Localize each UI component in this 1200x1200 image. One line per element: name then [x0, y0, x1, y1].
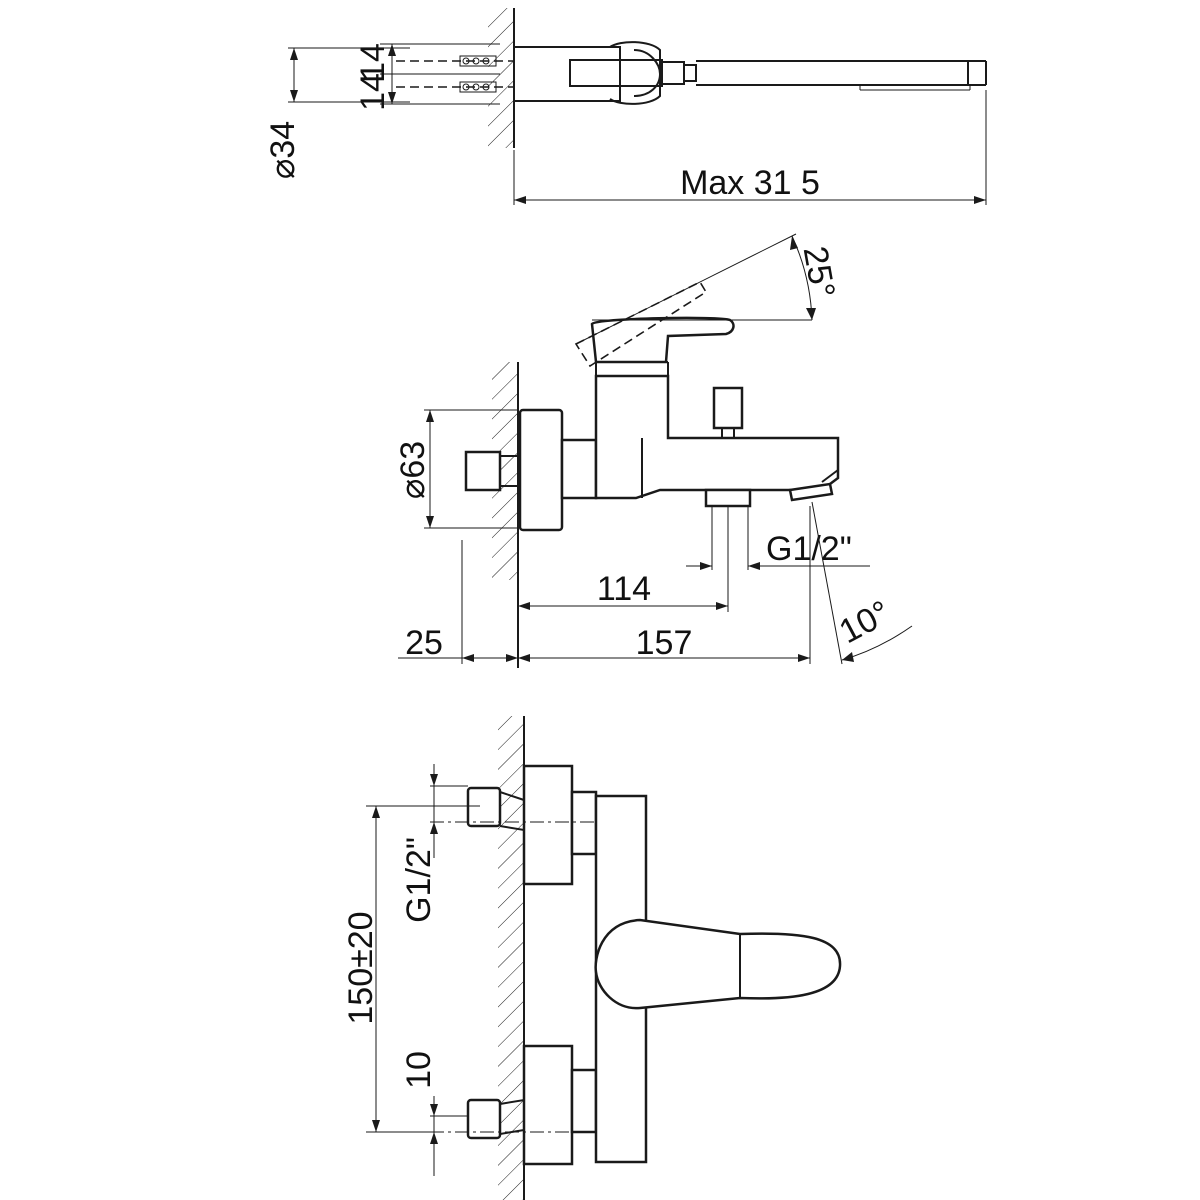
- hand-shower: [696, 60, 987, 91]
- top-view: 14 14 ⌀34 Max 31 5: [264, 8, 987, 205]
- dim-top-offset: 14 14: [354, 43, 500, 111]
- dim-top-offset-upper-label: 14: [354, 43, 392, 81]
- spout-aerator: [788, 482, 834, 502]
- dim-overall-depth-label: 157: [636, 624, 693, 662]
- dim-spout-to-outlet-label: 114: [597, 570, 651, 608]
- dim-side-thread: G1/2": [686, 530, 870, 570]
- dim-body-diameter: ⌀63: [394, 409, 518, 529]
- inlet-nut: [464, 450, 502, 492]
- lower-inlet: [430, 1044, 620, 1166]
- dim-hose-length: Max 31 5: [513, 90, 987, 205]
- cover-plate: [518, 408, 564, 532]
- front-view: G1/2" 150±20 10: [342, 716, 842, 1200]
- mixer-handle: [594, 918, 842, 1010]
- dim-hose-length-label: Max 31 5: [680, 164, 820, 202]
- dim-inlet-spacing: 150±20: [342, 805, 480, 1133]
- dim-lever-angle-label: 25°: [796, 243, 842, 300]
- dim-spout-angle-label: 10°: [833, 593, 896, 651]
- outlet-nut: [704, 488, 752, 508]
- shower-holder: [513, 41, 697, 105]
- dim-top-diameter-label: ⌀34: [264, 121, 302, 179]
- wall-hatch-top: [488, 8, 514, 148]
- dim-top-diameter: ⌀34: [264, 47, 410, 179]
- dim-depth: 25 157: [398, 506, 811, 664]
- wall-plug-icon: [396, 55, 514, 93]
- upper-inlet: [430, 764, 620, 886]
- dim-top-offset-lower-label: 14: [354, 73, 392, 111]
- dim-lever-angle: 25°: [575, 233, 842, 345]
- dim-inlet-offset-label: 10: [400, 1051, 438, 1089]
- dim-spout-angle: 10°: [811, 501, 913, 665]
- dim-spout-to-outlet: 114: [518, 506, 729, 612]
- dim-inlet-spacing-label: 150±20: [342, 911, 380, 1024]
- dim-inlet-thread: G1/2": [400, 764, 438, 923]
- wall-hatch-front: [498, 716, 524, 1200]
- side-view: 25° ⌀63 G1/2" 114: [394, 233, 913, 668]
- dim-body-diameter-label: ⌀63: [394, 441, 432, 499]
- diverter-button: [712, 386, 744, 430]
- dim-inlet-thread-label: G1/2": [400, 837, 438, 923]
- mixer-body: [560, 438, 598, 500]
- dim-inlet-offset: 10: [400, 1051, 468, 1176]
- dim-side-thread-label: G1/2": [766, 530, 852, 568]
- dim-wall-offset-label: 25: [405, 624, 443, 662]
